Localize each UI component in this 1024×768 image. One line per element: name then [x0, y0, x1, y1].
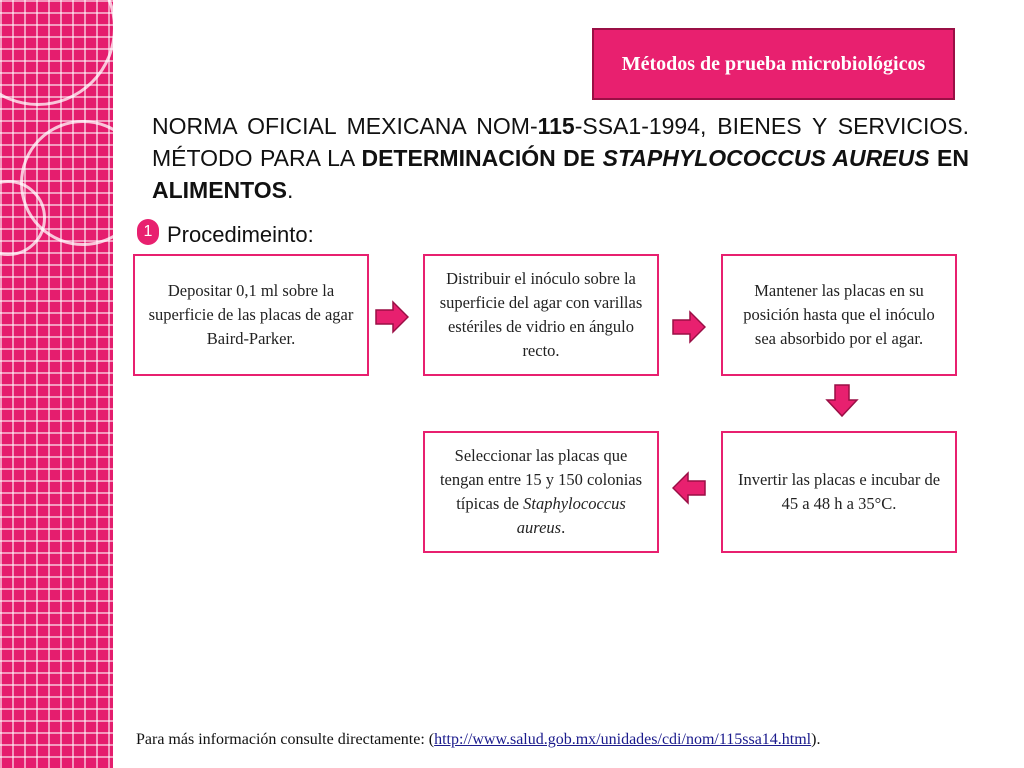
step-box-1: Depositar 0,1 ml sobre la superficie de … — [133, 254, 369, 376]
step-text: Seleccionar las placas que tengan entre … — [439, 446, 643, 537]
procedure-number-badge: 1 — [137, 219, 159, 245]
arrow-right-icon — [375, 300, 409, 334]
step-box-2: Distribuir el inóculo sobre la superfici… — [423, 254, 659, 376]
arrow-right-icon — [672, 310, 706, 344]
footer-note: Para más información consulte directamen… — [136, 731, 820, 749]
footer-suffix: ). — [811, 731, 821, 748]
heading-period: . — [287, 177, 294, 203]
arrow-down-icon — [825, 384, 859, 418]
footer-link[interactable]: http://www.salud.gob.mx/unidades/cdi/nom… — [434, 731, 812, 748]
step-text: Mantener las placas en su posición hasta… — [743, 281, 935, 348]
slide-title: Métodos de prueba microbiológicos — [621, 52, 926, 75]
step-organism: Staphylococcus aureus — [516, 494, 626, 537]
arrow-left-icon — [672, 471, 706, 505]
decorative-side-strip — [0, 0, 113, 768]
step-box-5: Seleccionar las placas que tengan entre … — [423, 431, 659, 553]
decorative-ring — [0, 0, 113, 106]
footer-prefix: Para más información consulte directamen… — [136, 731, 435, 748]
heading-part: -SSA1-1994, BIENES Y SERVICIOS. MÉTODO P… — [152, 113, 969, 171]
slide-title-box: Métodos de prueba microbiológicos — [592, 28, 955, 100]
heading-norm-number: 115 — [537, 113, 575, 139]
heading-bold-part: EN ALIMENTOS — [152, 145, 970, 203]
step-text: Depositar 0,1 ml sobre la superficie de … — [148, 281, 354, 348]
step-box-4: Invertir las placas e incubar de 45 a 48… — [721, 431, 957, 553]
heading-organism: STAPHYLOCOCCUS AUREUS — [602, 145, 930, 171]
heading-bold-part: DETERMINACIÓN DE — [361, 145, 603, 171]
step-text: Distribuir el inóculo sobre la superfici… — [439, 269, 643, 360]
procedure-label: Procedimeinto: — [167, 222, 314, 247]
heading-part: NORMA OFICIAL MEXICANA NOM- — [152, 113, 538, 139]
norm-heading: NORMA OFICIAL MEXICANA NOM-115-SSA1-1994… — [152, 110, 969, 206]
step-text: Invertir las placas e incubar de 45 a 48… — [737, 470, 941, 513]
step-box-3: Mantener las placas en su posición hasta… — [721, 254, 957, 376]
